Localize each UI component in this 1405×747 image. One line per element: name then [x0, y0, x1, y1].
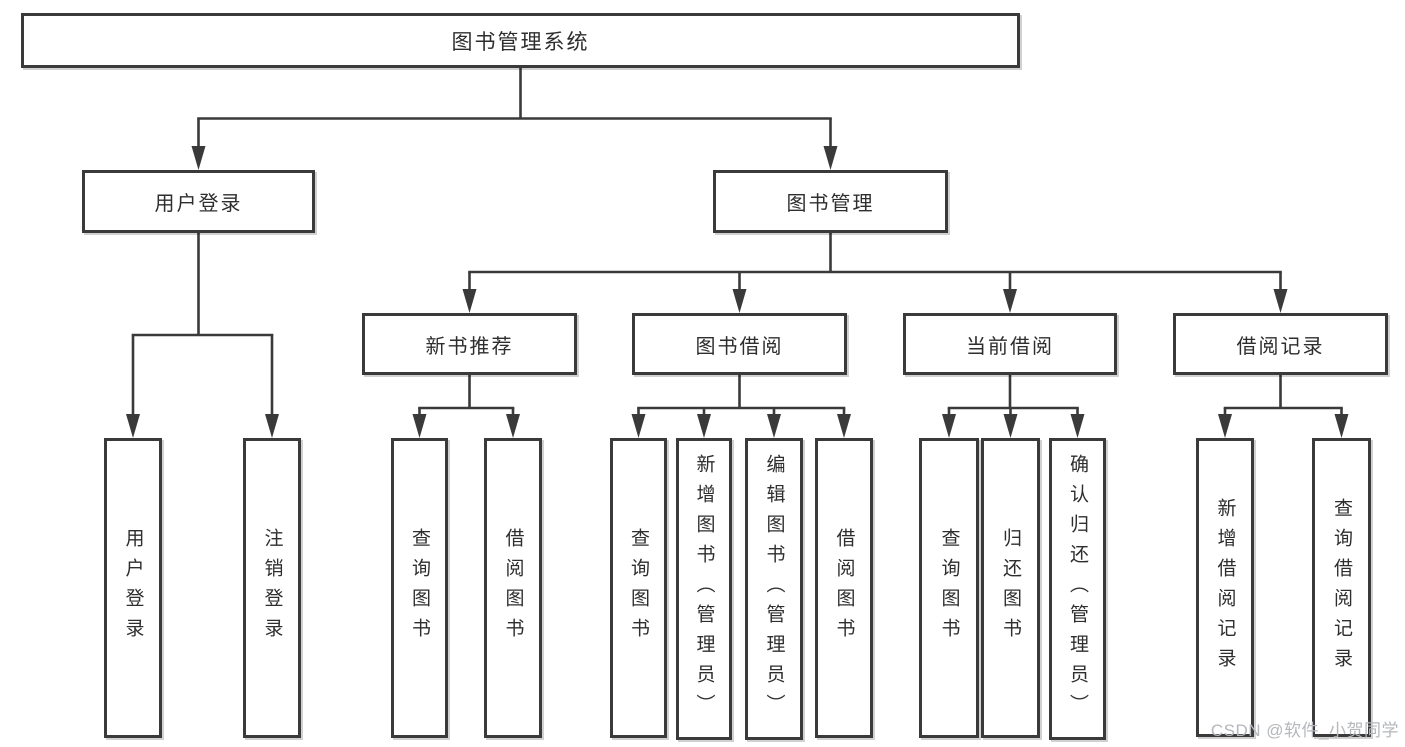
leaf-search-book-1-label: 查询图书: [409, 528, 430, 648]
node-new-book-recommend: 新书推荐: [362, 313, 577, 375]
leaf-confirm-return-admin: 确认归还（管理员）: [1049, 438, 1106, 740]
leaf-search-book-3-label: 查询图书: [938, 528, 960, 648]
leaf-user-login: 用户登录: [104, 438, 162, 738]
leaf-user-login-label: 用户登录: [122, 528, 144, 648]
leaf-search-borrow-record: 查询借阅记录: [1312, 438, 1371, 737]
leaf-edit-book-admin: 编辑图书（管理员）: [745, 438, 803, 740]
leaf-borrow-book-1: 借阅图书: [484, 438, 542, 738]
leaf-borrow-book-2-label: 借阅图书: [833, 528, 855, 648]
leaf-search-book-2: 查询图书: [610, 438, 667, 738]
node-current-borrowing: 当前借阅: [903, 313, 1117, 375]
leaf-logout-label: 注销登录: [261, 528, 283, 648]
node-borrowing-records: 借阅记录: [1173, 313, 1388, 375]
leaf-edit-book-admin-label: 编辑图书（管理员）: [763, 454, 785, 724]
leaf-search-book-2-label: 查询图书: [628, 528, 649, 648]
leaf-add-borrow-record: 新增借阅记录: [1196, 438, 1254, 737]
node-user-login: 用户登录: [82, 170, 315, 233]
leaf-search-borrow-record-label: 查询借阅记录: [1331, 497, 1352, 678]
leaf-return-book-label: 归还图书: [1000, 528, 1021, 648]
leaf-search-book-1: 查询图书: [391, 438, 448, 738]
node-library-management-system: 图书管理系统: [21, 13, 1020, 68]
leaf-return-book: 归还图书: [981, 438, 1040, 738]
leaf-borrow-book-2: 借阅图书: [815, 438, 873, 738]
leaf-add-book-admin-label: 新增图书（管理员）: [693, 454, 715, 724]
leaf-confirm-return-admin-label: 确认归还（管理员）: [1067, 454, 1088, 724]
csdn-watermark: CSDN @软件_小贺同学: [1210, 721, 1399, 740]
leaf-search-book-3: 查询图书: [919, 438, 979, 738]
leaf-add-book-admin: 新增图书（管理员）: [676, 438, 732, 740]
node-book-management: 图书管理: [713, 170, 948, 233]
leaf-add-borrow-record-label: 新增借阅记录: [1214, 497, 1236, 678]
node-book-borrowing: 图书借阅: [632, 313, 847, 375]
leaf-logout: 注销登录: [243, 438, 301, 738]
leaf-borrow-book-1-label: 借阅图书: [502, 528, 524, 648]
